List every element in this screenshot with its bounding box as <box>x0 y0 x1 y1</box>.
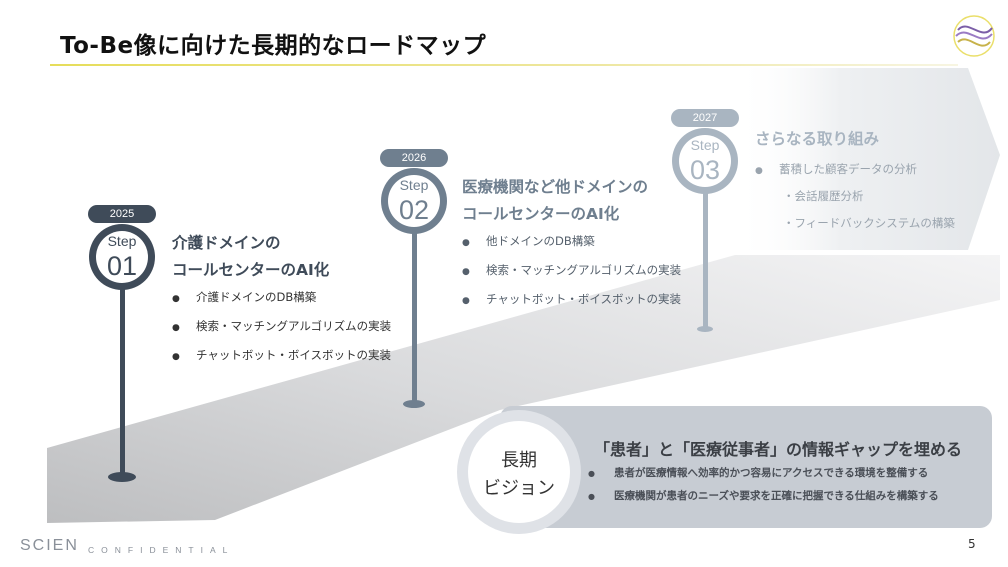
step-01-title-line1: 介護ドメインの <box>172 234 281 252</box>
page-title: To-Be像に向けた長期的なロードマップ <box>60 33 487 59</box>
step-01-title: 介護ドメインの コールセンターのAI化 <box>172 230 329 284</box>
bullet-icon: ● <box>588 492 595 501</box>
step-01-number: 01 <box>106 251 138 281</box>
step-03-label: Step <box>690 137 720 153</box>
company-logo: SCIEN <box>20 537 79 554</box>
step-03-number: 03 <box>689 155 721 185</box>
bullet-icon: ● <box>462 296 470 306</box>
step-03-bullets: ●蓄積した顧客データの分析 <box>755 156 917 185</box>
timeline-arrow <box>735 68 1000 250</box>
step-03-year: 2027 <box>692 112 718 124</box>
bullet-icon: ● <box>172 323 180 333</box>
confidential-label: CONFIDENTIAL <box>88 545 235 555</box>
list-item: ●他ドメインのDB構築 <box>462 228 681 257</box>
vision-label-line2: ビジョン <box>483 478 555 499</box>
step-01-title-line2: コールセンターのAI化 <box>172 261 330 279</box>
vision-box <box>500 406 992 528</box>
bullet-icon: ● <box>462 267 470 277</box>
step-03-sub-items: ・会話履歴分析 ・フィードバックシステムの構築 <box>783 183 955 237</box>
bullet-icon: ● <box>755 166 763 176</box>
step-02-label: Step <box>399 177 429 193</box>
list-item: ●検索・マッチングアルゴリズムの実装 <box>172 313 391 342</box>
bullet-icon: ● <box>462 238 470 248</box>
step-02-pin: 2026 Step 02 <box>378 149 450 411</box>
vision-circle-inner <box>468 421 570 523</box>
page-number: 5 <box>968 537 976 551</box>
bullet-icon: ● <box>172 352 180 362</box>
step-01-label: Step <box>107 233 137 249</box>
list-item: ・フィードバックシステムの構築 <box>783 216 955 230</box>
step-02-title: 医療機関など他ドメインの コールセンターのAI化 <box>462 174 648 228</box>
step-03-title: さらなる取り組み <box>755 130 880 148</box>
step-02-number: 02 <box>398 195 430 225</box>
list-item: ●蓄積した顧客データの分析 <box>755 156 917 185</box>
list-item: ・会話履歴分析 <box>783 189 864 203</box>
step-02-title-line1: 医療機関など他ドメインの <box>462 178 649 196</box>
title-underline <box>50 64 958 66</box>
list-item: ●患者が医療情報へ効率的かつ容易にアクセスできる環境を整備する <box>588 462 939 485</box>
vision-bullets: ●患者が医療情報へ効率的かつ容易にアクセスできる環境を整備する ●医療機関が患者… <box>588 462 939 508</box>
road-shape <box>47 255 1000 523</box>
vision-title: 「患者」と「医療従事者」の情報ギャップを埋める <box>594 440 963 459</box>
swirl-logo-icon <box>953 15 995 57</box>
vision-label-line1: 長期 <box>501 450 537 471</box>
step-03-pin: 2027 Step 03 <box>669 109 741 335</box>
step-02-year: 2026 <box>401 152 427 164</box>
step-02-bullets: ●他ドメインのDB構築 ●検索・マッチングアルゴリズムの実装 ●チャットボット・… <box>462 228 681 315</box>
step-01-year: 2025 <box>109 208 135 220</box>
list-item: ●チャットボット・ボイスボットの実装 <box>172 342 391 371</box>
bullet-icon: ● <box>172 294 180 304</box>
step-01-pin: 2025 Step 01 <box>86 205 158 485</box>
step-01-bullets: ●介護ドメインのDB構築 ●検索・マッチングアルゴリズムの実装 ●チャットボット… <box>172 284 391 371</box>
list-item: ●介護ドメインのDB構築 <box>172 284 391 313</box>
list-item: ●検索・マッチングアルゴリズムの実装 <box>462 257 681 286</box>
step-02-title-line2: コールセンターのAI化 <box>462 205 620 223</box>
list-item: ●チャットボット・ボイスボットの実装 <box>462 286 681 315</box>
bullet-icon: ● <box>588 469 595 478</box>
list-item: ●医療機関が患者のニーズや要求を正確に把握できる仕組みを構築する <box>588 485 939 508</box>
